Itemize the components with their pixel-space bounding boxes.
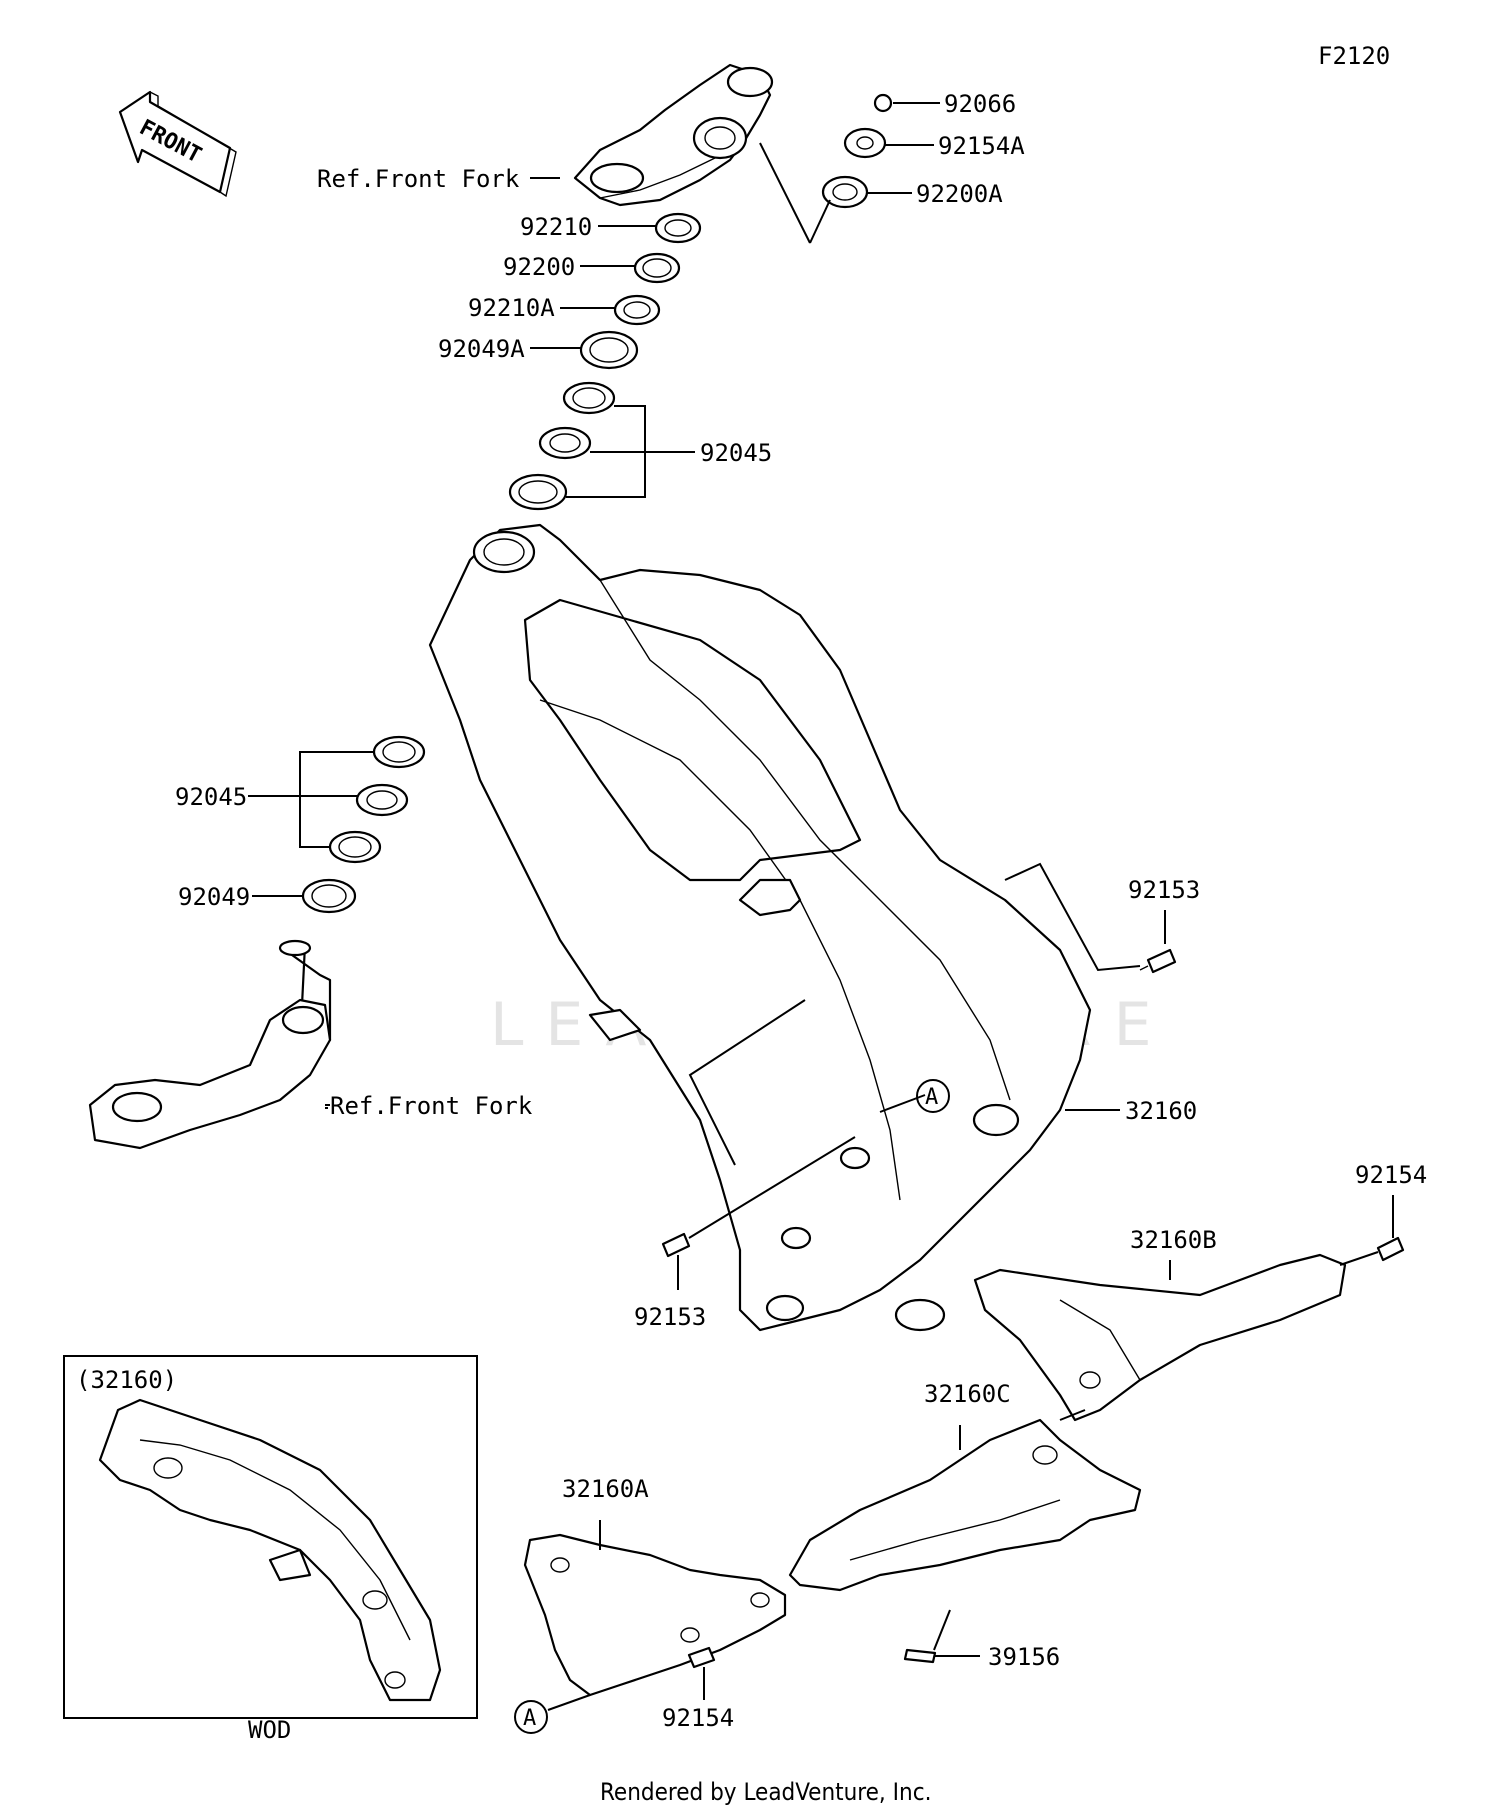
part-92210	[654, 212, 702, 244]
main-frame	[428, 523, 1092, 1332]
label-92049A: 92049A	[438, 335, 525, 363]
label-92154-right: 92154	[1355, 1161, 1427, 1189]
leader-lines	[248, 102, 1394, 1711]
label-ref-front-fork-lower: Ref.Front Fork	[330, 1092, 533, 1120]
part-92066	[873, 93, 893, 113]
label-92049: 92049	[178, 883, 250, 911]
label-92210A: 92210A	[468, 294, 555, 322]
label-92045-lower: 92045	[175, 783, 247, 811]
inset-title: (32160)	[76, 1366, 177, 1394]
label-32160A: 32160A	[562, 1475, 649, 1503]
bolt-92153-right	[1139, 948, 1177, 974]
part-32160B	[973, 1253, 1347, 1422]
part-92049	[301, 878, 357, 914]
part-92045-lower	[328, 735, 426, 864]
label-92154A: 92154A	[938, 132, 1025, 160]
label-92153-right: 92153	[1128, 876, 1200, 904]
bolt-92153-left	[661, 1232, 691, 1258]
label-ref-front-fork-upper: Ref.Front Fork	[317, 165, 520, 193]
part-92045-upper	[508, 381, 616, 511]
label-32160B: 32160B	[1130, 1226, 1217, 1254]
label-92210: 92210	[520, 213, 592, 241]
label-92066: 92066	[944, 90, 1016, 118]
part-labels: 92066 92154A 92200A Ref.Front Fork 92210…	[175, 90, 1427, 1732]
part-92210A	[613, 294, 661, 326]
part-32160C	[788, 1418, 1142, 1592]
diagram-code: F2120	[1318, 42, 1390, 70]
callout-a-frame: A	[916, 1079, 950, 1113]
upper-triple-clamp	[573, 63, 774, 207]
inset-frame-drawing	[98, 1398, 442, 1702]
part-39156	[903, 1648, 937, 1664]
callout-a-frame-text: A	[925, 1085, 938, 1110]
part-92049A	[579, 330, 639, 370]
callout-a-bracket-text: A	[523, 1706, 536, 1731]
bolt-92154-right	[1376, 1236, 1405, 1262]
part-32160A	[523, 1533, 787, 1697]
label-39156: 39156	[988, 1643, 1060, 1671]
label-92154-bottom: 92154	[662, 1704, 734, 1732]
part-92200	[633, 252, 681, 284]
label-92200: 92200	[503, 253, 575, 281]
inset-caption: WOD	[248, 1716, 291, 1744]
part-92154A	[843, 127, 887, 159]
label-92045-upper: 92045	[700, 439, 772, 467]
label-92200A: 92200A	[916, 180, 1003, 208]
lower-triple-clamp	[88, 939, 332, 1150]
footer-credit: Rendered by LeadVenture, Inc.	[600, 1778, 931, 1806]
inset-box: (32160) WOD	[63, 1355, 478, 1744]
label-32160: 32160	[1125, 1097, 1197, 1125]
bolt-92154-bottom	[687, 1646, 716, 1669]
front-arrow-icon: FRONT	[118, 90, 237, 198]
label-32160C: 32160C	[924, 1380, 1011, 1408]
callout-a-bracket: A	[514, 1700, 548, 1734]
label-92153-left: 92153	[634, 1303, 706, 1331]
